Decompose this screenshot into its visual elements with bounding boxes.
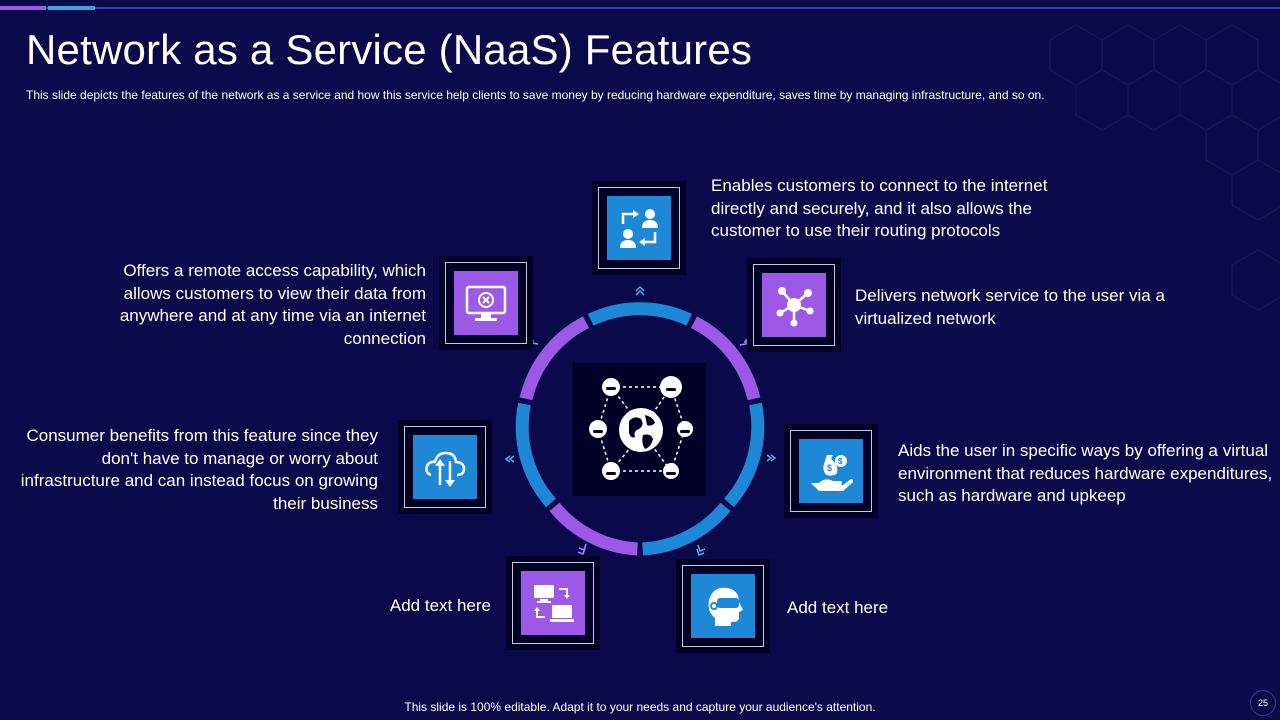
- connector-lower-right: [696, 544, 706, 556]
- slide-footer: This slide is 100% editable. Adapt it to…: [404, 700, 876, 714]
- feature-text-top: Enables customers to connect to the inte…: [711, 176, 1048, 240]
- money-hand-icon: $$: [811, 455, 853, 491]
- ring-arc-upper-right: [690, 316, 761, 401]
- global-network-icon: [589, 376, 693, 480]
- connector-top: [635, 285, 645, 296]
- feature-text-upper-right: Delivers network service to the user via…: [855, 286, 1165, 328]
- ring-arc-lower-left: [549, 502, 638, 556]
- ring-arc-right: [724, 402, 765, 508]
- feature-node-upper-left: [439, 256, 533, 350]
- feature-node-upper-right: [747, 258, 841, 352]
- feature-text-bottom-left: Add text here: [389, 596, 491, 615]
- feature-text-right: Aids the user in specific ways by offeri…: [898, 441, 1273, 505]
- connector-right: [766, 454, 777, 462]
- feature-text-bottom-right: Add text here: [787, 598, 889, 617]
- feature-node-bottom-left: [506, 556, 600, 650]
- top-accent-blue-segment: [48, 6, 95, 10]
- computer-transfer-icon: [534, 585, 574, 622]
- ring-arc-left: [515, 402, 556, 508]
- center-graphic: [573, 363, 706, 496]
- feature-node-bottom-right: [676, 559, 770, 653]
- hexagon-pattern-background: [1049, 24, 1280, 311]
- connector-left: [504, 455, 515, 463]
- user-exchange-icon: [620, 209, 658, 248]
- feature-node-top: [592, 181, 686, 275]
- feature-node-right: $$: [784, 424, 878, 518]
- vr-headset-icon: [708, 587, 743, 626]
- svg-text:$: $: [827, 463, 832, 473]
- top-accent-purple-segment: [0, 6, 46, 10]
- ring-arc-top: [587, 302, 693, 326]
- svg-text:$: $: [838, 457, 843, 466]
- feature-text-upper-left: Offers a remote access capability, which…: [119, 261, 426, 348]
- page-number: 25: [1250, 690, 1276, 716]
- connector-lower-left: [577, 543, 587, 555]
- top-accent-bar: [0, 7, 1280, 9]
- slide-subtitle: This slide depicts the features of the n…: [26, 88, 1045, 102]
- ring-arc-upper-left: [519, 316, 590, 401]
- monitor-error-icon: [465, 285, 507, 321]
- ring-arc-lower-right: [642, 502, 731, 556]
- feature-text-left: Consumer benefits from this feature sinc…: [20, 426, 378, 513]
- feature-node-left: [398, 420, 492, 514]
- cloud-sync-icon: [425, 451, 466, 487]
- slide-title: Network as a Service (NaaS) Features: [26, 26, 753, 73]
- network-hub-icon: [776, 287, 814, 327]
